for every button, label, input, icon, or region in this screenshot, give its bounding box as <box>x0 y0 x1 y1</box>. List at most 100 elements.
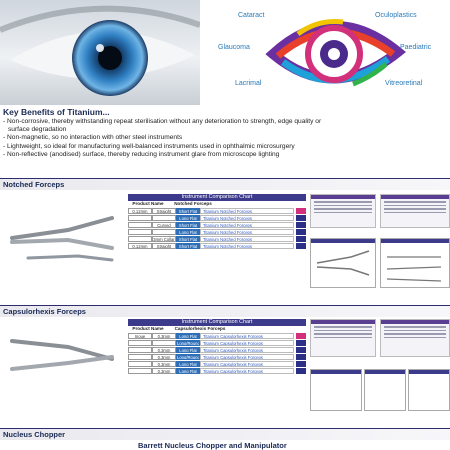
table-cell: Short Flat <box>176 221 200 228</box>
forceps-image <box>10 339 114 371</box>
row-swatch <box>296 360 306 367</box>
product-link[interactable]: Titanium Capsulorhexis Forceps <box>200 360 294 367</box>
section-notched-forceps: Notched Forceps <box>0 178 450 190</box>
diagram-box <box>310 369 362 411</box>
table-cell <box>152 339 176 346</box>
benefit-item: - Lightweight, so ideal for manufacturin… <box>3 142 295 150</box>
row-swatch <box>296 228 306 235</box>
diagram-box <box>380 238 450 288</box>
row-swatch <box>296 221 306 228</box>
product-link[interactable]: Titanium Capsulorhexis Forceps <box>200 353 294 360</box>
specialty-lacrimal: Lacrimal <box>235 80 262 87</box>
benefit-item: surface degradation <box>8 126 67 134</box>
table-cell: Short Flat <box>176 207 200 214</box>
forceps-image <box>10 216 114 262</box>
product-link[interactable]: Titanium Capsulorhexis Forceps <box>200 339 294 346</box>
specialty-glaucoma: Glaucoma <box>218 44 250 51</box>
product-link[interactable]: Titanium Capsulorhexis Forceps <box>200 332 294 339</box>
product-link[interactable]: Titanium Notched Forceps <box>200 214 294 221</box>
table-cell: Long/Round <box>176 353 200 360</box>
table-cell <box>152 214 176 221</box>
benefit-item: - Non-magnetic, so no interaction with o… <box>3 134 183 142</box>
notched-panel: Instrument Comparison Chart Product Name… <box>0 190 450 300</box>
table-cell <box>128 228 152 235</box>
row-swatch <box>296 207 306 214</box>
table-cell <box>128 346 152 353</box>
row-swatch <box>296 353 306 360</box>
product-link[interactable]: Titanium Notched Forceps <box>200 235 294 242</box>
specialty-cataract: Cataract <box>238 12 265 19</box>
table-cell: Short Flat <box>176 242 200 249</box>
table-cell: 0.3mm <box>152 332 176 339</box>
section-title: Notched Forceps <box>3 180 65 189</box>
section-capsulorhexis-forceps: Capsulorhexis Forceps <box>0 305 450 317</box>
table-cell: Curved <box>152 221 176 228</box>
product-link[interactable]: Titanium Notched Forceps <box>200 207 294 214</box>
table-cell: Long Flat <box>176 228 200 235</box>
section-nucleus-chopper: Nucleus Chopper <box>0 428 450 440</box>
table-cell: 0.3mm <box>152 367 176 374</box>
specialty-oculoplastics: Oculoplastics <box>375 12 417 19</box>
benefit-item: - Non-corrosive, thereby withstanding re… <box>3 118 322 125</box>
row-swatch <box>296 214 306 221</box>
eye-photo <box>0 0 200 105</box>
barrett-title: Barrett Nucleus Chopper and Manipulator <box>138 441 287 450</box>
product-link[interactable]: Titanium Notched Forceps <box>200 242 294 249</box>
row-swatch <box>296 339 306 346</box>
comparison-chart-2: Instrument Comparison Chart Product Name… <box>128 319 306 374</box>
table-cell: 0.3mm <box>152 353 176 360</box>
table-cell: Long Flat <box>176 367 200 374</box>
table-cell <box>128 360 152 367</box>
product-link[interactable]: Titanium Capsulorhexis Forceps <box>200 367 294 374</box>
benefits-section: Key Benefits of Titanium... - Non-corros… <box>3 107 447 159</box>
table-cell: Straight <box>152 207 176 214</box>
table-cell: Inoue <box>128 332 152 339</box>
table-cell <box>128 339 152 346</box>
table-cell <box>128 353 152 360</box>
table-cell: 3mm Collar <box>152 235 176 242</box>
table-cell: Long Flat <box>176 214 200 221</box>
specialty-vitreoretinal: Vitreoretinal <box>385 80 423 87</box>
product-link[interactable]: Titanium Notched Forceps <box>200 228 294 235</box>
capsulorhexis-panel: Instrument Comparison Chart Product Name… <box>0 317 450 425</box>
barrett-heading: Barrett Nucleus Chopper and Manipulator <box>0 440 450 450</box>
comparison-chart-1: Instrument Comparison Chart Product Name… <box>128 194 306 249</box>
row-swatch <box>296 367 306 374</box>
table-cell <box>128 235 152 242</box>
row-swatch <box>296 332 306 339</box>
product-link[interactable]: Titanium Notched Forceps <box>200 221 294 228</box>
chart-title: Instrument Comparison Chart <box>128 194 306 201</box>
diagram-box <box>310 238 376 288</box>
table-cell: 0.3mm <box>152 360 176 367</box>
table-cell: Long Flat <box>176 346 200 353</box>
colorful-eye-logo <box>265 19 406 87</box>
chart-title: Instrument Comparison Chart <box>128 319 306 326</box>
section-title: Capsulorhexis Forceps <box>3 307 86 316</box>
table-cell <box>128 214 152 221</box>
section-title: Nucleus Chopper <box>3 430 66 439</box>
specialty-paediatric: Paediatric <box>400 44 432 51</box>
table-cell: Straight <box>152 242 176 249</box>
table-cell: Long Flat <box>176 332 200 339</box>
table-cell: 0.12mm <box>128 242 152 249</box>
table-cell <box>152 228 176 235</box>
table-cell: 0.12mm <box>128 207 152 214</box>
row-swatch <box>296 235 306 242</box>
product-link[interactable]: Titanium Capsulorhexis Forceps <box>200 346 294 353</box>
table-cell: Short Flat <box>176 235 200 242</box>
benefit-item: - Non-reflective (anodised) surface, the… <box>3 150 280 158</box>
benefits-list: - Non-corrosive, thereby withstanding re… <box>3 118 447 159</box>
chart-header: Product Name Capsulorhexis Forceps <box>132 326 226 331</box>
row-swatch <box>296 242 306 249</box>
